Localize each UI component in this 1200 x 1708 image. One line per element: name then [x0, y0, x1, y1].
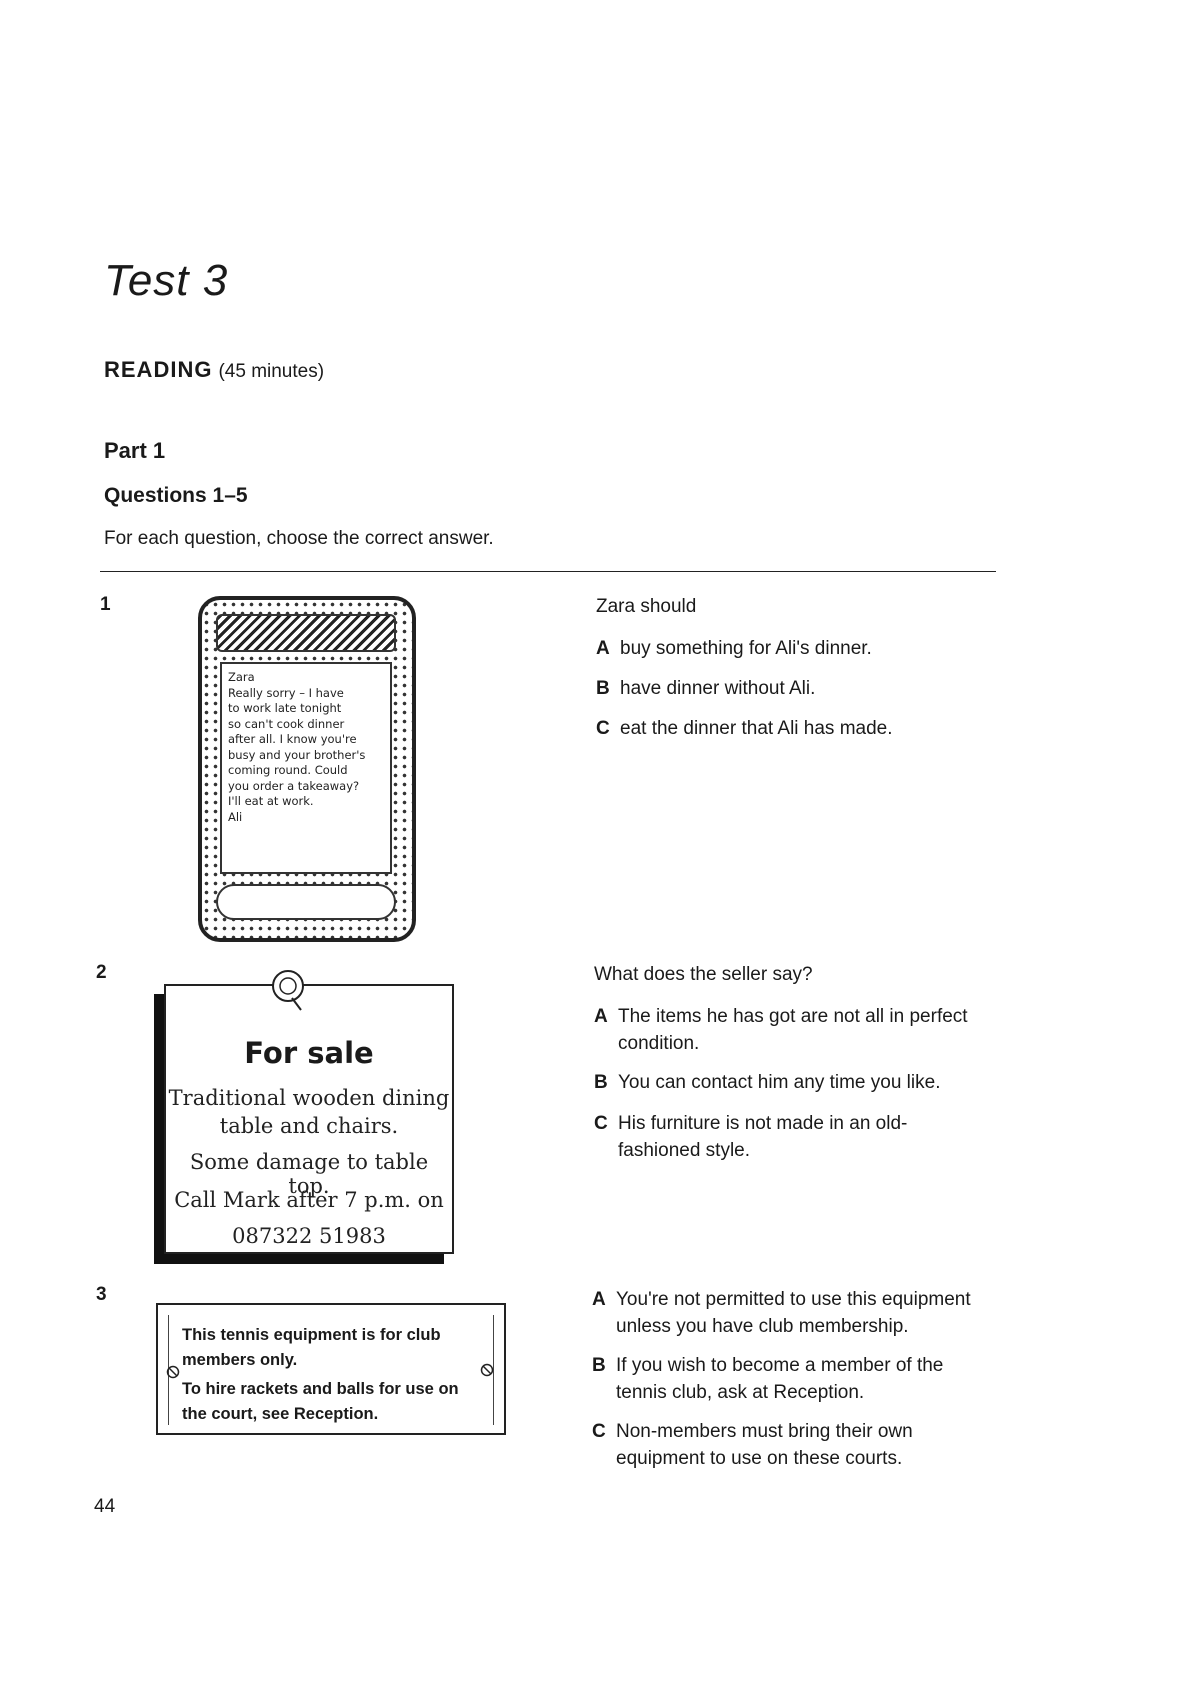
notice-line: This tennis equipment is for club member… [182, 1326, 441, 1369]
for-sale-sign: For sale Traditional wooden dining table… [164, 984, 454, 1254]
section-label: READING [104, 357, 213, 382]
option-letter: C [594, 1113, 608, 1134]
no-entry-icon [166, 1365, 180, 1379]
tennis-notice: This tennis equipment is for club member… [156, 1303, 506, 1435]
option-letter: A [594, 1006, 608, 1027]
answer-option[interactable]: C Non-members must bring their own equipm… [592, 1418, 992, 1472]
option-letter: A [596, 638, 610, 659]
page-number: 44 [94, 1496, 116, 1517]
question-stem: Zara should [596, 596, 697, 617]
question-number: 1 [100, 594, 111, 615]
notice-line: To hire rackets and balls for use on the… [182, 1380, 459, 1423]
option-text: eat the dinner that Ali has made. [620, 718, 893, 739]
sign-line: Some damage to table top. [189, 1150, 429, 1198]
option-text: Non-members must bring their own equipme… [616, 1421, 913, 1469]
answer-option[interactable]: B If you wish to become a member of the t… [592, 1352, 992, 1406]
questions-heading: Questions 1–5 [104, 484, 248, 507]
option-letter: B [594, 1072, 608, 1093]
option-letter: C [596, 718, 610, 739]
instruction-text: For each question, choose the correct an… [104, 528, 494, 549]
sign-title: For sale [244, 1036, 374, 1070]
option-text: buy something for Ali's dinner. [620, 638, 872, 659]
phone-illustration: Zara Really sorry – I have to work late … [198, 596, 416, 942]
test-title: Test 3 [104, 256, 229, 305]
sign-line: Call Mark after 7 p.m. on [174, 1188, 444, 1212]
phone-screen: Zara Really sorry – I have to work late … [220, 662, 392, 874]
option-text: If you wish to become a member of the te… [616, 1355, 944, 1403]
sign-line: Traditional wooden dining [168, 1086, 450, 1110]
question-number: 3 [96, 1284, 107, 1305]
sign-line: 087322 51983 [232, 1224, 386, 1248]
question-number: 2 [96, 962, 107, 983]
pin-icon [272, 970, 304, 1011]
divider [100, 571, 996, 572]
text-message: Zara Really sorry – I have to work late … [228, 670, 366, 824]
part-heading: Part 1 [104, 438, 166, 463]
section-duration: (45 minutes) [218, 361, 325, 382]
answer-option[interactable]: B You can contact him any time you like. [594, 1069, 994, 1096]
answer-option[interactable]: A You're not permitted to use this equipm… [592, 1286, 992, 1340]
option-text: have dinner without Ali. [620, 678, 816, 699]
option-letter: B [596, 678, 610, 699]
phone-button [216, 884, 396, 920]
option-text: You can contact him any time you like. [618, 1072, 941, 1093]
answer-option[interactable]: C His furniture is not made in an old-fas… [594, 1110, 994, 1164]
option-letter: C [592, 1421, 606, 1442]
option-text: The items he has got are not all in perf… [618, 1006, 968, 1054]
option-text: His furniture is not made in an old-fash… [618, 1113, 908, 1161]
option-letter: A [592, 1289, 606, 1310]
sign-line: table and chairs. [219, 1114, 399, 1138]
phone-earpiece [216, 614, 396, 652]
question-stem: What does the seller say? [594, 964, 813, 985]
option-text: You're not permitted to use this equipme… [616, 1289, 971, 1337]
notice-text: This tennis equipment is for club member… [182, 1323, 472, 1427]
option-letter: B [592, 1355, 606, 1376]
no-entry-icon [480, 1363, 494, 1377]
section-heading: READING(45 minutes) [104, 357, 324, 383]
answer-option[interactable]: A The items he has got are not all in per… [594, 1003, 994, 1057]
